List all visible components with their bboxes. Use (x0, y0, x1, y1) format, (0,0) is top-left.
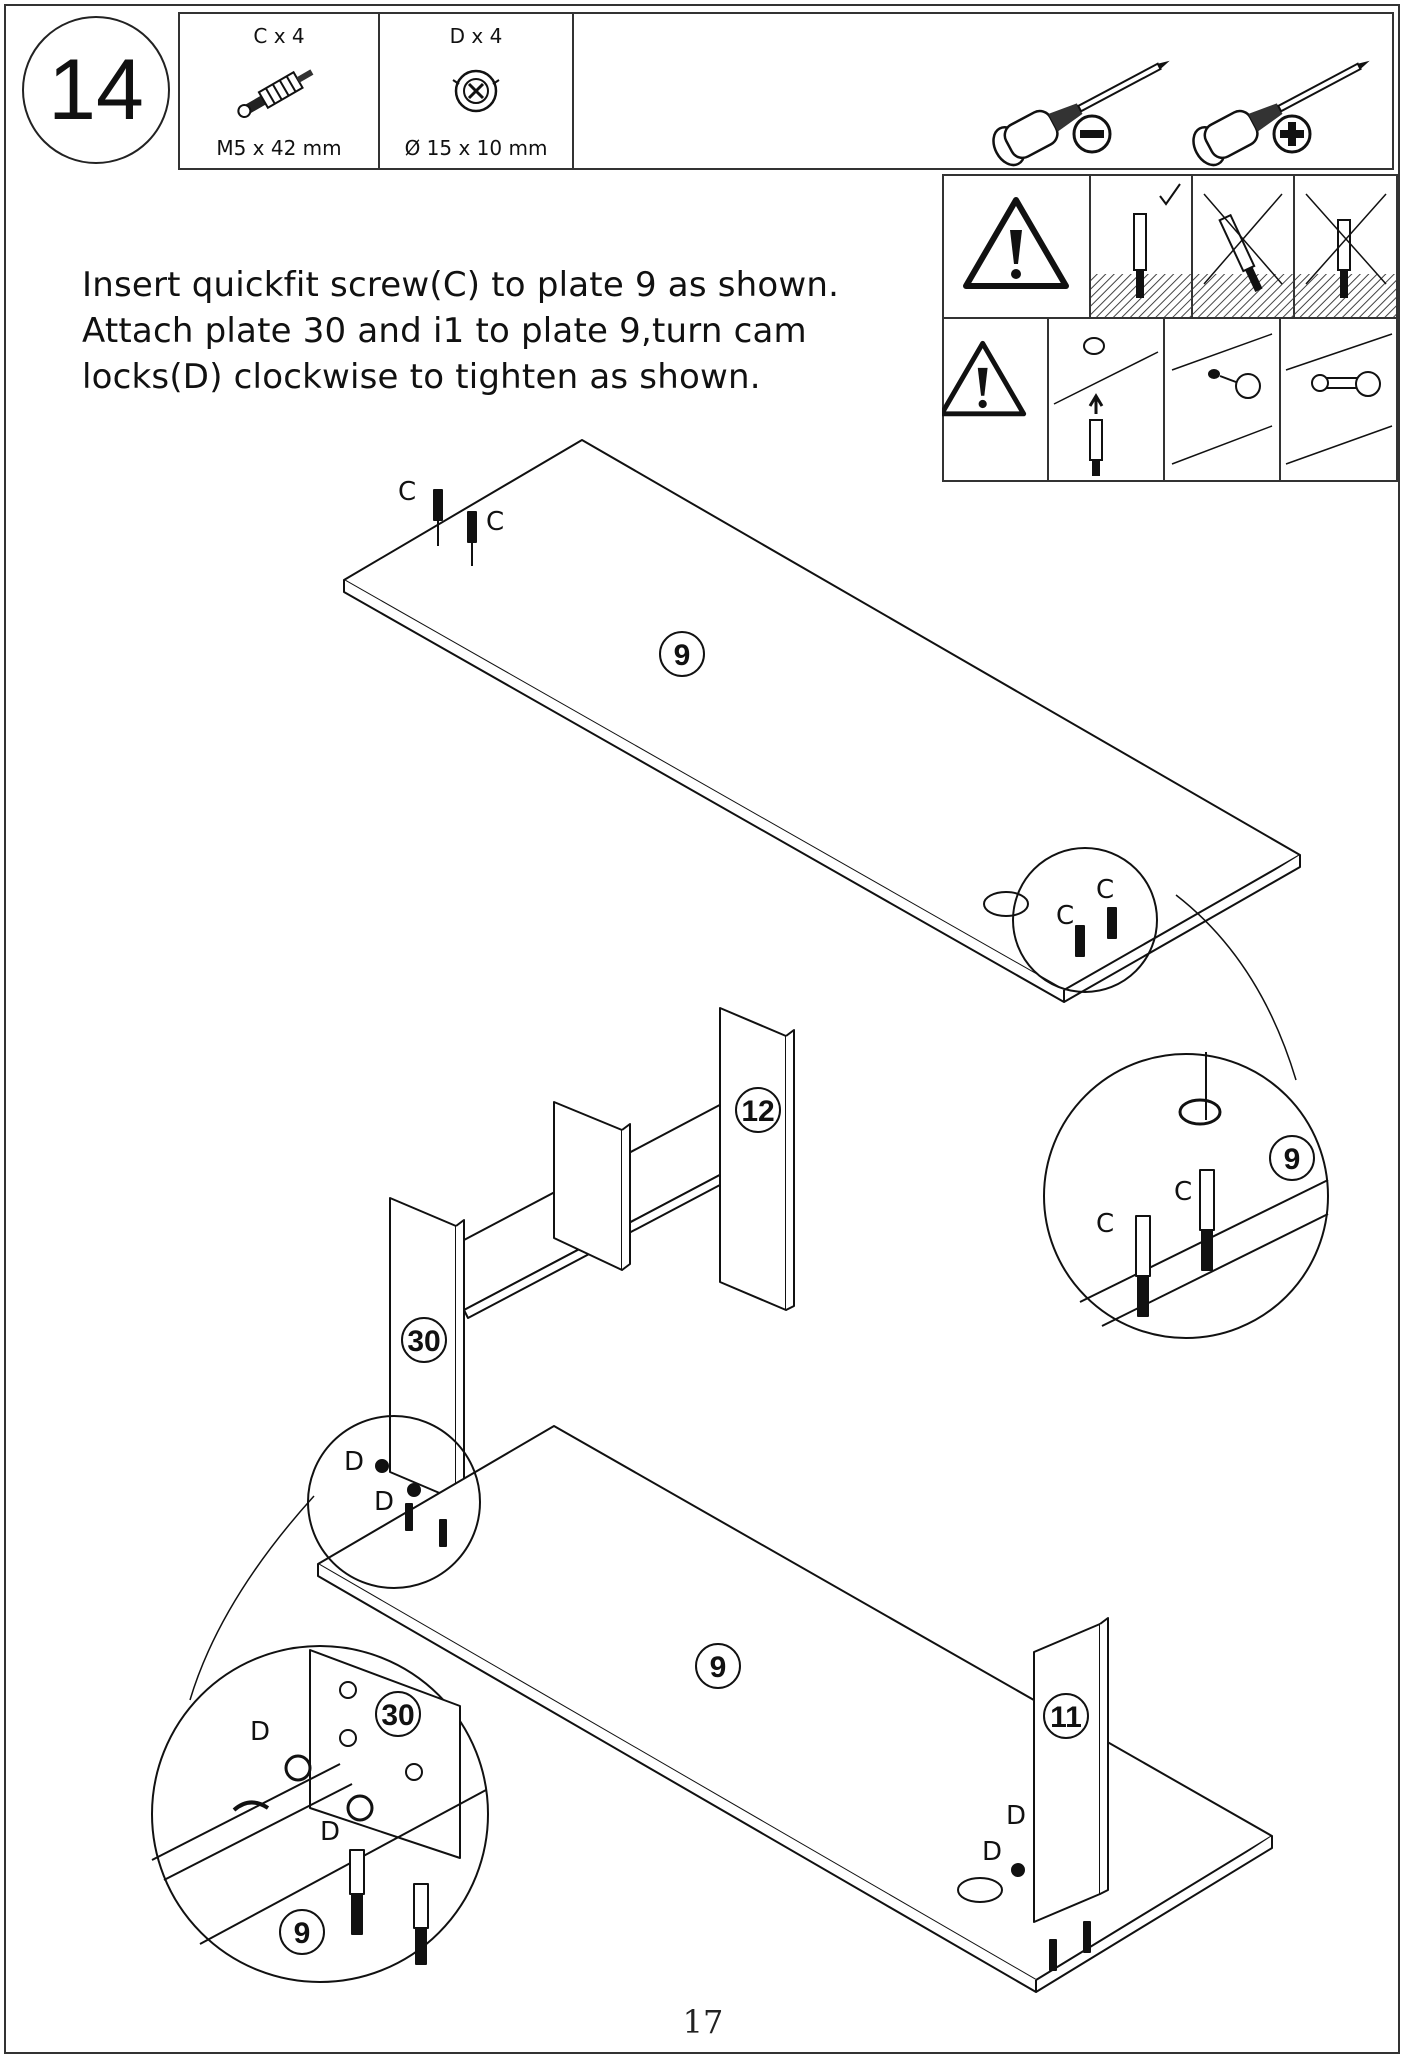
parts-list: C x 4 M5 x 42 mm D x 4 Ø 15 x 10 mm (178, 12, 1394, 170)
panel-label-top-9: 9 (659, 631, 705, 677)
label-zoom-board: 9 (294, 1917, 311, 1950)
step-number: 14 (22, 16, 170, 164)
page-number: 17 (682, 2003, 724, 2041)
screw-wrong-icon (1305, 193, 1387, 298)
screw-wrong-icon (1203, 193, 1283, 292)
callout-c: C (1174, 1177, 1192, 1207)
label-detail-board: 9 (1284, 1143, 1301, 1176)
callout-c: C (1096, 875, 1114, 905)
cam-tighten-detail-icon (1285, 333, 1393, 465)
label-top-board: 9 (674, 639, 691, 672)
callout-c: C (486, 507, 504, 537)
panel-label-detail-9: 9 (1269, 1135, 1315, 1181)
callout-c: C (1056, 901, 1074, 931)
flathead-screwdriver-icon (992, 60, 1170, 167)
callout-c: C (398, 477, 416, 507)
instruction-line: Attach plate 30 and i1 to plate 9,turn c… (82, 311, 807, 351)
callout-d: D (1006, 1801, 1026, 1831)
warning-triangle-icon (942, 340, 1027, 417)
label-bottom-board: 9 (710, 1651, 727, 1684)
label-left-side: 30 (407, 1325, 440, 1358)
callout-d: D (250, 1717, 270, 1747)
cam-lock-icon (452, 69, 500, 113)
part-quantity: C x 4 (253, 24, 305, 48)
quickfit-screw-icon (237, 69, 314, 118)
bottom-board (317, 1425, 1273, 1993)
cam-insert-detail-icon (1053, 337, 1159, 476)
screw-correct-icon (1133, 183, 1181, 298)
shelf-unit (389, 1007, 795, 1501)
panel-label-detail-30: 30 (375, 1691, 421, 1737)
label-detail-side: 30 (381, 1699, 414, 1732)
cam-screw-detail-icon (1171, 333, 1273, 465)
part-quantity: D x 4 (449, 24, 503, 48)
panel-label-12: 12 (735, 1087, 781, 1133)
tools-group (992, 60, 1370, 167)
callout-d: D (374, 1487, 394, 1517)
panel-label-bottom-9: 9 (695, 1643, 741, 1689)
detail-circle-right (1043, 1052, 1329, 1339)
part-cam-d: D x 4 Ø 15 x 10 mm (380, 14, 574, 168)
panel-label-30: 30 (401, 1317, 447, 1363)
warning-grid (942, 174, 1398, 482)
part-size: M5 x 42 mm (216, 136, 342, 160)
warning-triangle-icon (963, 197, 1069, 289)
panel-label-zoom-9: 9 (279, 1909, 325, 1955)
part-size: Ø 15 x 10 mm (404, 136, 548, 160)
phillips-screwdriver-icon (1192, 60, 1370, 167)
callout-d: D (320, 1817, 340, 1847)
part-screw-c: C x 4 M5 x 42 mm (180, 14, 380, 168)
instructions-text: Insert quickfit screw(C) to plate 9 as s… (82, 262, 932, 400)
page-frame (4, 4, 1400, 2054)
panel-label-11: 11 (1043, 1693, 1089, 1739)
label-right-side: 11 (1050, 1701, 1082, 1734)
top-board (343, 439, 1301, 1003)
callout-d: D (982, 1837, 1002, 1867)
callout-c: C (1096, 1209, 1114, 1239)
instruction-line: locks(D) clockwise to tighten as shown. (82, 357, 761, 397)
screw-c-top (433, 489, 477, 566)
instruction-line: Insert quickfit screw(C) to plate 9 as s… (82, 265, 840, 305)
label-shelf-upright: 12 (741, 1095, 774, 1128)
callout-d: D (344, 1447, 364, 1477)
